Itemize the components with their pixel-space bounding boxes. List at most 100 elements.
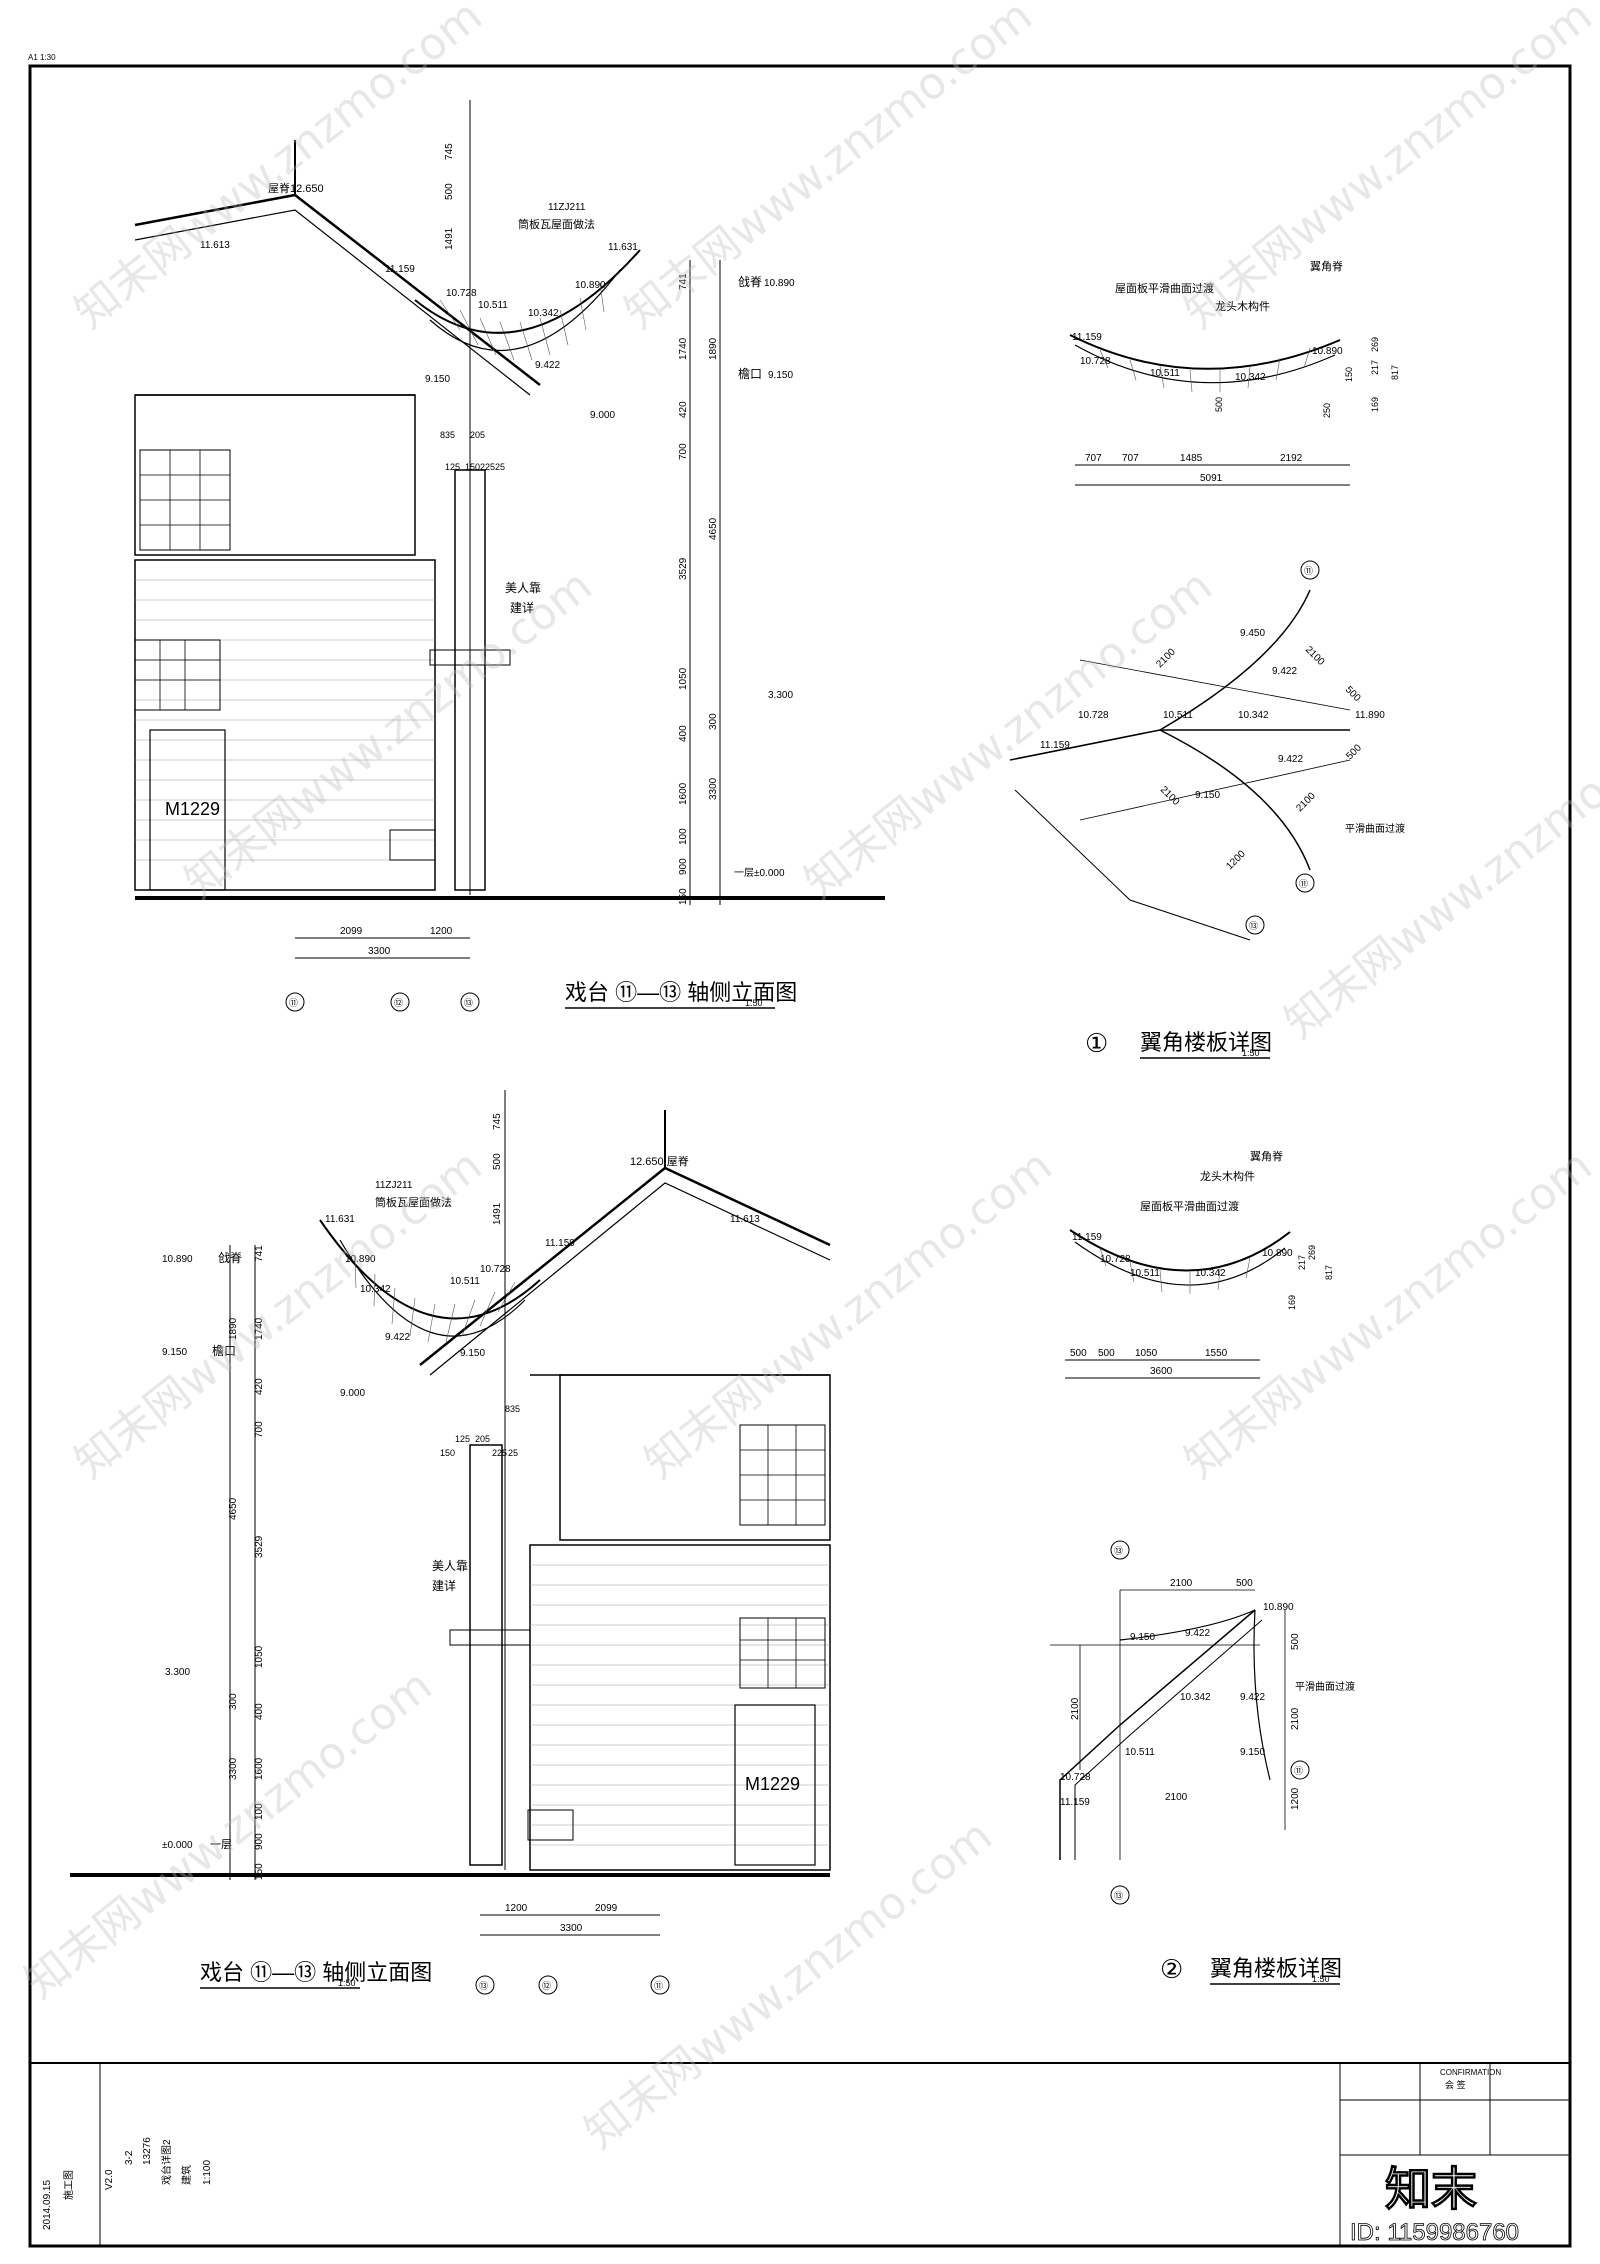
view2-dims-v1: 745 500 1491 — [492, 1113, 503, 1225]
view1-elev-c: 10.728 — [446, 288, 477, 299]
svg-text:2100: 2100 — [1070, 1697, 1081, 1720]
svg-text:知末网www.znzmo.com: 知末网www.znzmo.com — [1175, 1140, 1600, 1489]
svg-text:9.422: 9.422 — [1272, 666, 1297, 677]
svg-text:知末网www.znzmo.com: 知末网www.znzmo.com — [1175, 0, 1600, 339]
view2-scale: 1:50 — [338, 1978, 356, 1988]
view1-roof-note-code: 11ZJ211 — [548, 202, 586, 213]
view2-elevation: M1229 12.650 屋脊 11.613 11.159 10.728 10.… — [70, 1090, 831, 1995]
svg-text:⑪: ⑪ — [1299, 879, 1308, 889]
view2-elev-tip: 11.631 — [325, 1214, 355, 1225]
svg-text:1600: 1600 — [254, 1757, 265, 1780]
svg-text:⑪: ⑪ — [1304, 566, 1313, 576]
svg-text:10.511: 10.511 — [1125, 1747, 1155, 1758]
view1-lattice-panel — [134, 639, 221, 711]
svg-text:1890: 1890 — [708, 337, 719, 360]
view2-wall-note-2: 建详 — [432, 1578, 456, 1593]
view2-bench — [449, 1629, 531, 1646]
svg-text:1200: 1200 — [1224, 848, 1248, 872]
brand-logo: 知末 — [1385, 2162, 1477, 2216]
view2-door — [734, 1704, 816, 1866]
svg-text:10.511: 10.511 — [1163, 710, 1193, 721]
svg-text:3300: 3300 — [708, 777, 719, 800]
detail1-plan-guides — [1079, 659, 1351, 821]
svg-text:700: 700 — [254, 1421, 265, 1438]
svg-text:1491: 1491 — [492, 1202, 503, 1225]
svg-text:9.422: 9.422 — [1185, 1628, 1210, 1639]
detail1-plan-dims2: 2100 2100 2100 2100 500 500 1200 — [1154, 644, 1364, 872]
svg-text:1600: 1600 — [678, 782, 689, 805]
svg-text:⑬: ⑬ — [1114, 1546, 1123, 1556]
svg-text:500: 500 — [1070, 1348, 1087, 1359]
view2-left-floor-val: 3.300 — [165, 1667, 190, 1678]
svg-text:150: 150 — [254, 1863, 265, 1880]
svg-text:11.159: 11.159 — [1040, 740, 1070, 751]
detail2-label-surface: 屋面板平滑曲面过渡 — [1140, 1199, 1239, 1213]
view2-lattice-panel-pattern — [740, 1618, 825, 1688]
svg-text:10.511: 10.511 — [1150, 368, 1180, 379]
view2-dims-v3: 1890 4650 300 3300 — [228, 1317, 239, 1780]
view2-roof-note: 筒板瓦屋面做法 — [375, 1195, 452, 1209]
view1-small-dims: 835 205 125 150 225 25 — [440, 430, 505, 472]
detail2-plan-ridge — [1059, 1609, 1256, 1860]
view1-axis-bubbles: ⑪ ⑫ ⑬ — [285, 992, 480, 1012]
svg-text:9.450: 9.450 — [1240, 628, 1265, 639]
svg-text:1890: 1890 — [228, 1317, 239, 1340]
view1-elev-d: 10.511 — [478, 300, 508, 311]
svg-text:1050: 1050 — [1135, 1348, 1158, 1359]
detail2-plan-vals: 10.890 9.150 9.422 10.342 9.422 10.511 9… — [1060, 1602, 1294, 1808]
view2-dims-v2: 741 1740 420 700 3529 1050 400 1600 100 … — [254, 1245, 265, 1880]
svg-text:700: 700 — [678, 443, 689, 460]
svg-text:11.159: 11.159 — [1072, 1232, 1102, 1243]
view2-elev-f: 10.890 — [345, 1254, 376, 1265]
view1-elev-h: 9.150 — [425, 374, 450, 385]
view2-elev-e: 10.342 — [360, 1284, 391, 1295]
svg-text:500: 500 — [492, 1153, 503, 1170]
view1-scale: 1:50 — [745, 998, 763, 1008]
view2-roof-under-line — [429, 1182, 831, 1376]
view1-roof-tiles — [439, 282, 605, 361]
svg-text:建筑: 建筑 — [180, 2165, 193, 2185]
view1-elev-a: 11.613 — [200, 240, 230, 251]
view2-roof-note-code: 11ZJ211 — [375, 1180, 413, 1191]
svg-text:150: 150 — [1344, 367, 1354, 382]
svg-text:25: 25 — [508, 1448, 518, 1458]
svg-text:500: 500 — [1343, 684, 1363, 704]
detail1-label-surface: 屋面板平滑曲面过渡 — [1115, 281, 1214, 295]
detail1-section-curve-inner — [1074, 344, 1336, 384]
view1-wall-note-1: 美人靠 — [505, 581, 541, 595]
view1-elev-f: 10.890 — [575, 280, 606, 291]
svg-text:169: 169 — [1370, 397, 1380, 412]
svg-text:400: 400 — [678, 725, 689, 742]
svg-text:⑫: ⑫ — [542, 1981, 551, 1991]
view1-ridge-label: 屋脊12.650 — [268, 181, 324, 195]
detail2-section-curve — [1069, 1229, 1291, 1272]
svg-text:知末网www.znzmo.com: 知末网www.znzmo.com — [15, 1660, 441, 2009]
svg-text:125: 125 — [455, 1434, 470, 1444]
title-block: CONFIRMATION 会 签 2014.09.15 施工图 V2.0 3-2… — [42, 2063, 1570, 2245]
view2-lattice-pattern — [740, 1425, 825, 1525]
view1-right-ridge: 戗脊 — [738, 275, 762, 289]
svg-text:500: 500 — [1236, 1578, 1253, 1589]
svg-text:269: 269 — [1307, 1245, 1317, 1260]
detail2-section-dims: 169 217 269 817 — [1287, 1245, 1334, 1310]
detail1-section-hatch — [1099, 347, 1311, 393]
detail1-plan-curve-bot — [1159, 729, 1311, 871]
svg-text:1050: 1050 — [678, 667, 689, 690]
svg-text:3529: 3529 — [678, 557, 689, 580]
view2-left-ground-val: ±0.000 — [162, 1840, 193, 1851]
svg-text:10.342: 10.342 — [1195, 1268, 1226, 1279]
svg-text:⑪: ⑪ — [289, 998, 298, 1008]
detail2-axis-bubbles: ⑬ ⑪ ⑬ — [1110, 1540, 1310, 1905]
svg-text:10.890: 10.890 — [1262, 1248, 1293, 1259]
tb-confirm: CONFIRMATION — [1440, 2068, 1501, 2077]
svg-text:217: 217 — [1297, 1255, 1307, 1270]
view2-roof-tiles — [354, 1257, 516, 1343]
svg-text:741: 741 — [678, 273, 689, 290]
svg-text:169: 169 — [1287, 1295, 1297, 1310]
detail2-label-ridge: 翼角脊 — [1250, 1149, 1283, 1163]
view1-elev-g: 9.422 — [535, 360, 560, 371]
detail1-axis-bubbles: ⑪ ⑪ ⑬ — [1245, 560, 1320, 935]
svg-text:707: 707 — [1085, 453, 1102, 464]
view2-elev-g: 9.422 — [385, 1332, 410, 1343]
